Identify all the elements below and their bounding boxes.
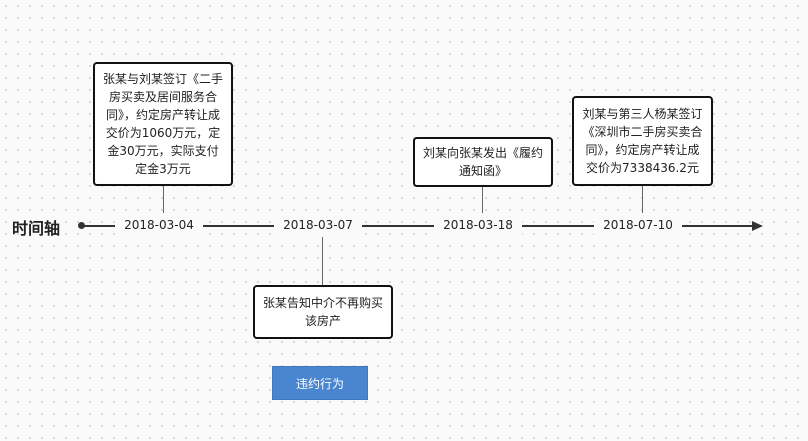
event-box: 张某告知中介不再购买该房产	[253, 285, 393, 339]
timeline-axis	[82, 225, 754, 227]
axis-arrow-icon	[752, 221, 763, 231]
event-box: 刘某与第三人杨某签订《深圳市二手房买卖合同》，约定房产转让成交价为7338436…	[572, 96, 713, 186]
axis-start-dot	[78, 222, 85, 229]
date-label: 2018-03-07	[274, 213, 362, 237]
breach-behavior-button[interactable]: 违约行为	[272, 366, 368, 400]
connector-event-2	[322, 237, 323, 286]
connector-event-3	[482, 185, 483, 213]
event-text: 刘某与第三人杨某签订《深圳市二手房买卖合同》，约定房产转让成交价为7338436…	[582, 107, 703, 175]
timeline-title: 时间轴	[12, 219, 61, 238]
event-box: 刘某向张某发出《履约通知函》	[413, 137, 553, 187]
event-text: 张某与刘某签订《二手房买卖及居间服务合同》，约定房产转让成交价为1060万元，定…	[103, 72, 224, 176]
event-text: 刘某向张某发出《履约通知函》	[423, 146, 544, 178]
event-box: 张某与刘某签订《二手房买卖及居间服务合同》，约定房产转让成交价为1060万元，定…	[93, 62, 233, 186]
date-label: 2018-07-10	[594, 213, 682, 237]
date-label: 2018-03-18	[434, 213, 522, 237]
event-text: 张某告知中介不再购买该房产	[263, 296, 384, 328]
connector-event-4	[642, 185, 643, 213]
breach-behavior-label: 违约行为	[295, 376, 344, 391]
connector-event-1	[163, 184, 164, 213]
date-label: 2018-03-04	[115, 213, 203, 237]
